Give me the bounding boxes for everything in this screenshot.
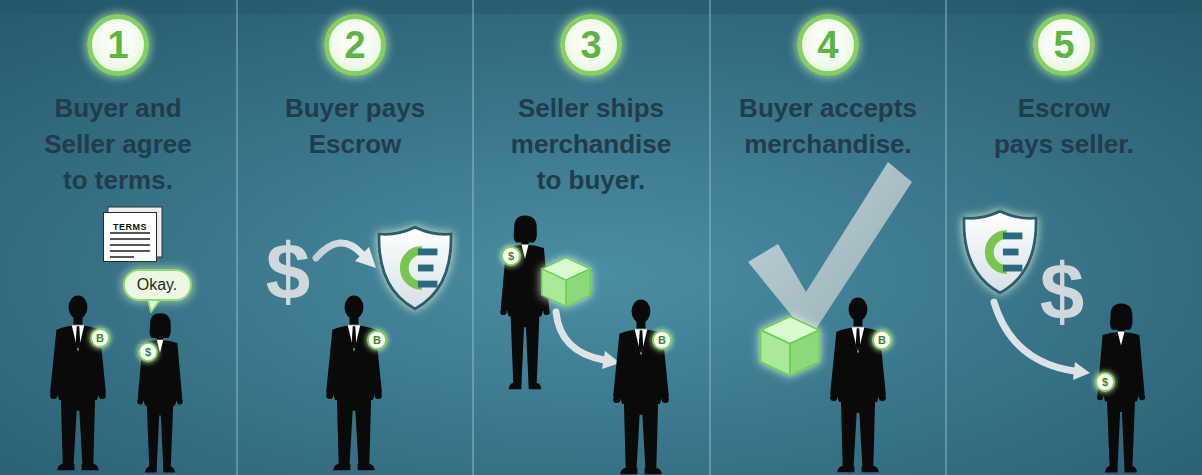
payment-arrowhead [355, 247, 376, 268]
badge-letter: $ [145, 347, 151, 358]
panel-divider [945, 0, 947, 475]
document-line [110, 244, 150, 246]
step-circle: 1Buyer and Seller agree to terms. [87, 14, 149, 76]
merchandise-box [761, 317, 820, 376]
dollar-sign: $ [266, 232, 311, 312]
document-lines [110, 232, 150, 262]
buyer-figure [50, 296, 106, 471]
terms-document: TERMS [103, 212, 157, 262]
role-badge: $ [501, 246, 521, 266]
step-circle: 4Buyer accepts merchandise. [797, 14, 859, 76]
step-circle: 2Buyer pays Escrow [324, 14, 386, 76]
step-number: 4 [802, 19, 854, 71]
step-number: 5 [1038, 19, 1090, 71]
top-band [0, 0, 1202, 14]
seller-figure [137, 313, 182, 472]
role-badge: $ [1095, 372, 1115, 392]
badge-letter: $ [508, 251, 514, 262]
step-heading: Buyer and Seller agree to terms. [33, 90, 203, 198]
payment-arrow [316, 243, 362, 258]
badge-letter: B [373, 335, 381, 346]
document-line [110, 232, 150, 234]
panel-divider [709, 0, 711, 475]
step-heading: Escrow pays seller. [988, 90, 1140, 162]
escrow-shield [379, 227, 451, 309]
accept-checkmark [748, 162, 912, 338]
speech-bubble: Okay. [123, 269, 192, 301]
dollar-sign: $ [1040, 252, 1085, 332]
panel-divider [472, 0, 474, 475]
panel-dividers [237, 0, 946, 475]
step-heading: Seller ships merchandise to buyer. [499, 90, 684, 198]
document-line [110, 250, 150, 252]
step-heading: Buyer pays Escrow [263, 90, 448, 162]
step-number: 1 [92, 19, 144, 71]
step-circle: 5Escrow pays seller. [1033, 14, 1095, 76]
speech-text: Okay. [137, 275, 178, 294]
merchandise-box [542, 258, 591, 307]
buyer-figure [613, 300, 669, 475]
role-badge: $ [138, 342, 158, 362]
escrow-shield [964, 211, 1036, 293]
badge-letter: B [878, 335, 886, 346]
shipping-arrow [556, 312, 604, 360]
payout-arrowhead [1073, 362, 1090, 380]
document-title: TERMS [113, 222, 147, 233]
badge-letter: $ [1102, 377, 1108, 388]
step-circle: 3Seller ships merchandise to buyer. [560, 14, 622, 76]
document-line [110, 256, 134, 258]
panel-divider [236, 0, 238, 475]
buyer-figure [830, 298, 886, 473]
step-number: 3 [565, 19, 617, 71]
role-badge: B [652, 330, 672, 350]
document-line [110, 238, 150, 240]
badge-letter: B [658, 335, 666, 346]
role-badge: B [90, 328, 110, 348]
step-number: 2 [329, 19, 381, 71]
buyer-figure [326, 296, 382, 471]
role-badge: B [872, 330, 892, 350]
seller-figure [500, 216, 550, 390]
step-heading: Buyer accepts merchandise. [726, 90, 931, 162]
badge-letter: B [96, 333, 104, 344]
role-badge: B [367, 330, 387, 350]
